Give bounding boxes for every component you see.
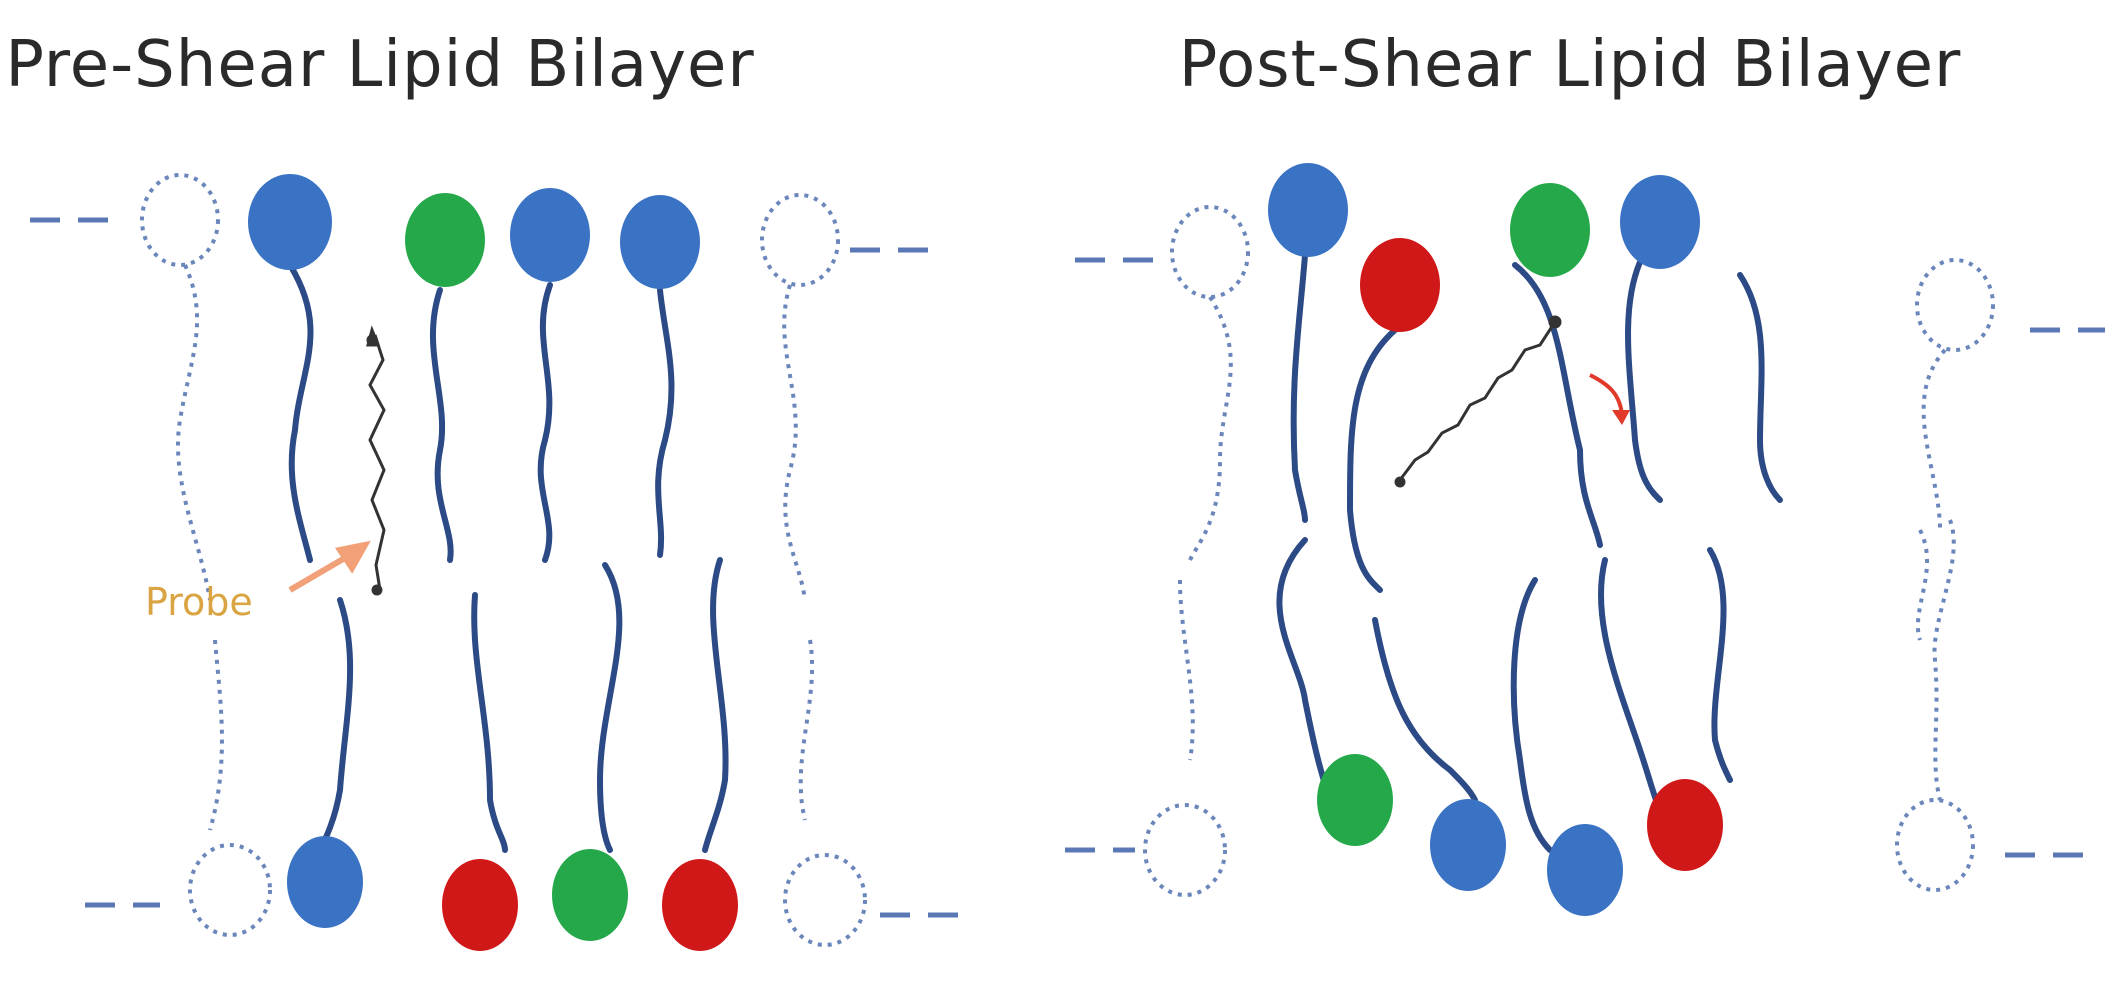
lipid-tail — [1737, 272, 1783, 503]
lipid-tail — [1510, 577, 1553, 853]
ghost-lipid-head — [783, 853, 867, 947]
lipid-head-red — [1360, 238, 1440, 332]
ghost-lipid-tail — [208, 639, 224, 831]
lipid-tail — [430, 287, 454, 563]
lipid-tail — [655, 287, 675, 558]
ghost-lipid-tail — [798, 639, 815, 821]
panel-title-post: Post-Shear Lipid Bilayer — [1178, 28, 1962, 102]
probe-molecule — [1394, 315, 1562, 488]
lipid-tail — [1372, 617, 1478, 803]
lipid-tail — [596, 562, 623, 853]
ghost-lipid-head — [1170, 205, 1250, 299]
lipid-head-blue — [287, 836, 363, 928]
lipid-head-green — [552, 849, 628, 941]
ghost-lipid-tail — [1921, 348, 1947, 531]
ghost-lipid-head — [140, 173, 220, 267]
ghost-lipid-tail — [1188, 295, 1233, 561]
post-shear-panel: Post-Shear Lipid Bilayer — [1060, 0, 2120, 996]
probe-arrow — [288, 540, 371, 593]
lipid-head-green — [1510, 183, 1590, 277]
probe-label: Probe — [145, 580, 253, 624]
lipid-tail — [1597, 557, 1663, 813]
ghost-lipid-head — [1895, 798, 1975, 892]
lipid-tail — [471, 592, 508, 853]
ghost-lipid-head — [188, 843, 272, 937]
ghost-lipid-head — [760, 193, 840, 287]
lipid-tail — [287, 262, 314, 563]
lipid-head-green — [1317, 754, 1393, 846]
lipid-head-blue — [1547, 824, 1623, 916]
ghost-lipid-tail — [1178, 579, 1195, 761]
lipid-tail — [1276, 537, 1333, 803]
lipid-head-green — [405, 193, 485, 287]
probe-molecule — [366, 325, 386, 596]
ghost-lipid-head — [1143, 803, 1227, 897]
ghost-lipid-tail — [1915, 529, 1930, 641]
lipid-head-blue — [1620, 175, 1700, 269]
lipid-head-blue — [510, 188, 590, 282]
lipid-tail — [537, 282, 553, 563]
ghost-lipid-tail — [1932, 519, 1956, 801]
lipid-tail — [317, 597, 354, 853]
lipid-head-blue — [620, 195, 700, 289]
lipid-head-blue — [248, 174, 332, 270]
lipid-tail — [1512, 262, 1603, 548]
panel-title-pre: Pre-Shear Lipid Bilayer — [5, 28, 755, 102]
lipid-tail — [702, 557, 729, 853]
ghost-lipid-head — [1915, 258, 1995, 352]
pre-shear-bilayer-diagram — [30, 173, 960, 951]
ghost-lipid-tail — [175, 264, 212, 601]
lipid-head-red — [1647, 779, 1723, 871]
shear-arrow — [1589, 373, 1630, 425]
lipid-head-blue — [1268, 163, 1348, 257]
lipid-head-red — [662, 859, 738, 951]
lipid-tail — [1346, 327, 1398, 593]
lipid-head-red — [442, 859, 518, 951]
ghost-lipid-tail — [782, 284, 807, 601]
lipid-tail — [1290, 252, 1308, 523]
pre-shear-panel: Pre-Shear Lipid Bilayer — [0, 0, 1060, 996]
post-shear-bilayer-diagram — [1065, 163, 2105, 916]
lipid-tail — [1707, 547, 1733, 783]
lipid-head-blue — [1430, 799, 1506, 891]
lipid-tail — [1625, 259, 1663, 503]
